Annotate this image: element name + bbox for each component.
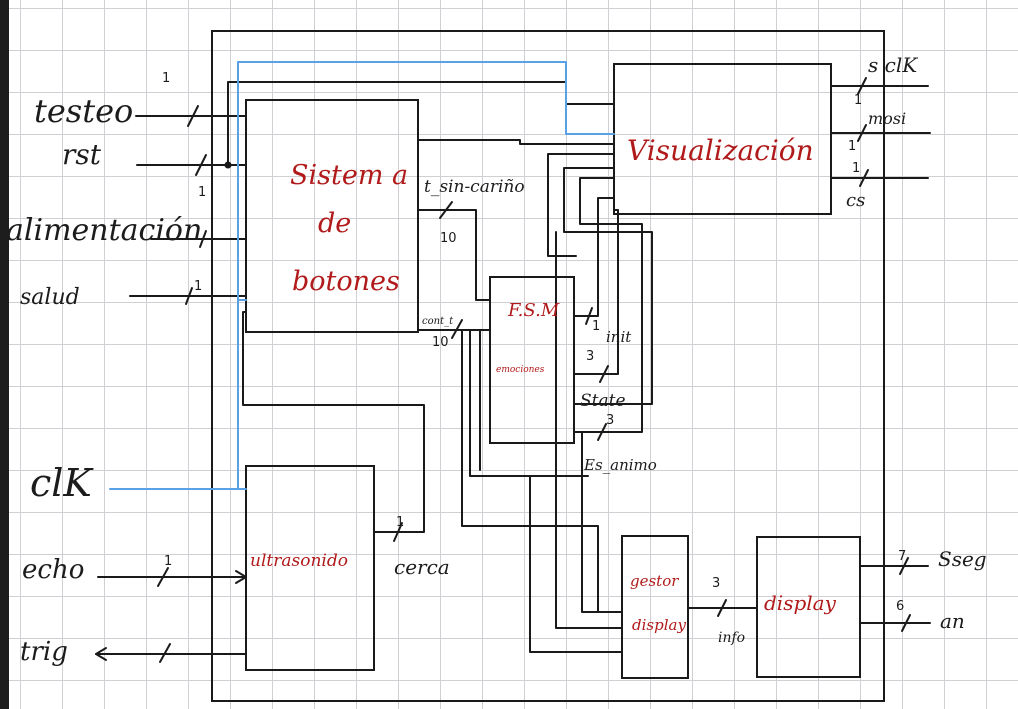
label-cs: cs bbox=[846, 190, 865, 211]
sistema-botones-block bbox=[245, 99, 419, 333]
label-rst: rst bbox=[62, 138, 102, 171]
fsm-subtitle: emociones bbox=[496, 365, 545, 375]
label-sseg: Sseg bbox=[938, 547, 987, 571]
signal-cont-t: cont_t bbox=[422, 316, 454, 327]
init-bus-slash bbox=[585, 307, 593, 325]
t-sin-carino-wire bbox=[417, 209, 491, 301]
width-echo: 1 bbox=[164, 554, 172, 569]
state-to-gestor-wire bbox=[555, 231, 623, 629]
width-t-sin-carino: 10 bbox=[440, 231, 457, 246]
signal-init: init bbox=[606, 328, 632, 346]
gestor-display-block bbox=[621, 535, 689, 679]
fsm-to-visualizacion-wire bbox=[547, 153, 615, 257]
label-trig: trig bbox=[20, 637, 68, 667]
fsm-title: F.S.M bbox=[507, 300, 560, 321]
label-sclk: s clK bbox=[868, 53, 918, 77]
label-mosi: mosi bbox=[868, 109, 906, 128]
es-animo-wire bbox=[573, 177, 643, 433]
width-state: 3 bbox=[586, 349, 594, 364]
testeo-bus-slash bbox=[187, 105, 199, 127]
signal-state: State bbox=[580, 391, 626, 411]
sistema-botones-title-2: de bbox=[318, 208, 351, 239]
ultrasonido-block bbox=[245, 465, 375, 671]
trig-arrow bbox=[95, 647, 107, 661]
cont-t-branch-wire bbox=[469, 329, 589, 477]
cont-t-bus-slash bbox=[451, 319, 463, 339]
es-animo-to-gestor-wire bbox=[581, 431, 623, 613]
fsm-to-gestor-wire bbox=[529, 475, 623, 653]
cs-bus-slash bbox=[859, 169, 869, 187]
width-cont-t: 10 bbox=[432, 335, 449, 350]
width-cerca: 1 bbox=[396, 515, 404, 530]
display-title: display bbox=[764, 591, 837, 615]
botones-to-visualizacion-wire bbox=[417, 139, 615, 145]
visualizacion-block bbox=[613, 63, 832, 215]
label-an: an bbox=[940, 609, 965, 633]
mosi-bus-slash bbox=[857, 124, 867, 142]
visualizacion-title: Visualización bbox=[627, 134, 814, 167]
width-info: 3 bbox=[712, 576, 720, 591]
ultrasonido-title: ultrasonido bbox=[250, 551, 348, 571]
clk-to-visualizacion-wire bbox=[237, 61, 615, 490]
echo-arrow bbox=[235, 570, 247, 584]
echo-bus-slash bbox=[157, 567, 169, 587]
state-bus-slash bbox=[599, 365, 609, 383]
cerca-bus-slash bbox=[393, 522, 403, 542]
width-rst: 1 bbox=[198, 185, 206, 200]
signal-es-animo: Es_animo bbox=[583, 456, 657, 474]
t-sin-carino-bus-slash bbox=[439, 201, 453, 219]
an-bus-slash bbox=[901, 614, 911, 632]
width-cs-2: 1 bbox=[852, 161, 860, 176]
sistema-botones-title-3: botones bbox=[292, 266, 400, 297]
width-es-animo: 3 bbox=[606, 413, 614, 428]
init-wire bbox=[573, 197, 615, 317]
width-salud: 1 bbox=[194, 279, 202, 294]
label-testeo: testeo bbox=[34, 92, 133, 130]
sclk-bus-slash bbox=[857, 77, 867, 95]
label-clk: clK bbox=[30, 461, 94, 505]
signal-info: info bbox=[718, 630, 745, 646]
left-edge-shadow bbox=[0, 0, 9, 709]
info-bus-slash bbox=[717, 599, 727, 617]
es-animo-bus-slash bbox=[597, 423, 607, 441]
signal-cerca: cerca bbox=[394, 555, 450, 579]
gestor-display-title-1: gestor bbox=[630, 572, 679, 590]
width-testeo: 1 bbox=[162, 71, 170, 86]
width-sseg: 7 bbox=[898, 549, 906, 564]
state-to-visualizacion-wire bbox=[563, 167, 653, 405]
top-module-frame bbox=[211, 30, 885, 702]
label-alimentacion: alimentación bbox=[6, 213, 202, 248]
alimentacion-bus-slash bbox=[199, 230, 207, 248]
rst-to-visualizacion-wire bbox=[227, 81, 615, 166]
fsm-block bbox=[489, 276, 575, 444]
state-wire bbox=[573, 209, 619, 375]
gestor-display-title-2: display bbox=[632, 616, 686, 634]
rst-bus-slash bbox=[195, 154, 207, 176]
sseg-bus-slash bbox=[899, 557, 909, 575]
width-an: 6 bbox=[896, 599, 904, 614]
width-mosi: 1 bbox=[854, 93, 862, 108]
sistema-botones-title-1: Sistem a bbox=[290, 160, 408, 191]
width-cs-1: 1 bbox=[848, 139, 856, 154]
salud-bus-slash bbox=[185, 287, 193, 305]
cerca-wire bbox=[242, 311, 425, 533]
width-init: 1 bbox=[592, 319, 600, 334]
trig-bus-slash bbox=[159, 643, 171, 663]
label-salud: salud bbox=[20, 285, 80, 310]
label-echo: echo bbox=[22, 555, 84, 585]
signal-t-sin-carino: t_sin-cariño bbox=[424, 177, 525, 197]
